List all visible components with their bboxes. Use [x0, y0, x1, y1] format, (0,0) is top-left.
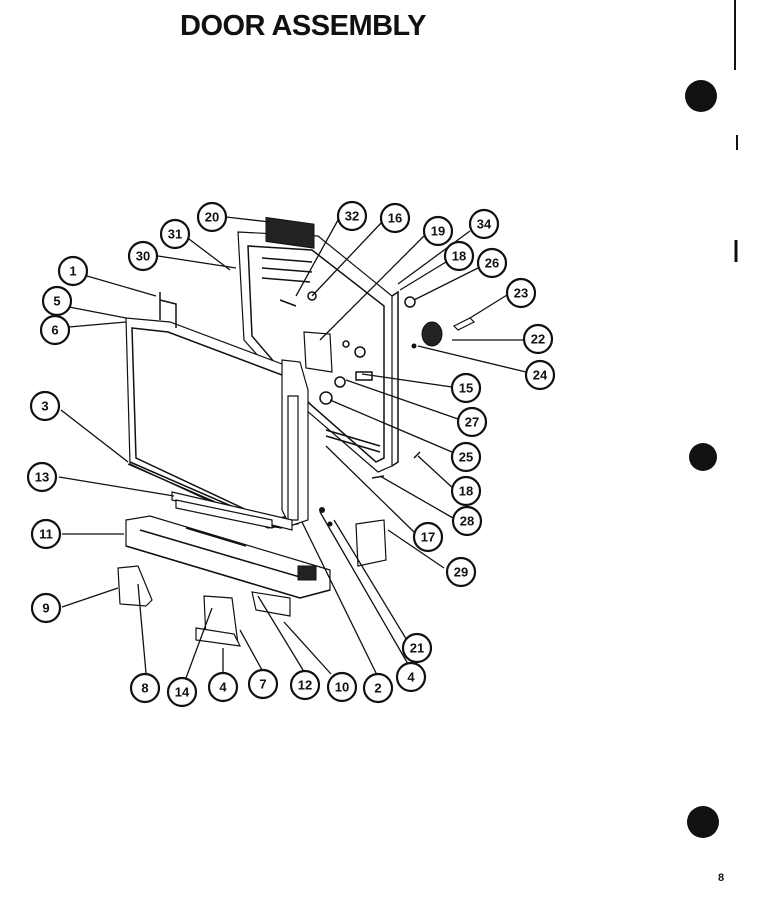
callout-1: 1 — [57, 255, 89, 287]
callout-2: 2 — [362, 672, 394, 704]
callout-12: 12 — [289, 669, 321, 701]
callout-23: 23 — [505, 277, 537, 309]
inner-door-liner — [237, 216, 399, 473]
callout-7: 7 — [247, 668, 279, 700]
callout-8: 8 — [129, 672, 161, 704]
callout-11: 11 — [30, 518, 62, 550]
callout-16: 16 — [379, 202, 411, 234]
callout-6: 6 — [39, 314, 71, 346]
callout-10: 10 — [326, 671, 358, 703]
svg-text:5: 5 — [53, 294, 60, 309]
svg-text:6: 6 — [51, 323, 58, 338]
svg-text:9: 9 — [42, 601, 49, 616]
leader-lines — [58, 216, 527, 679]
callout-31: 31 — [159, 218, 191, 250]
svg-text:11: 11 — [39, 527, 53, 542]
callout-34: 34 — [468, 208, 500, 240]
svg-text:29: 29 — [454, 565, 468, 580]
outer-door-panel — [125, 292, 299, 529]
svg-text:14: 14 — [175, 685, 190, 700]
callout-21: 21 — [401, 632, 433, 664]
svg-text:31: 31 — [168, 227, 182, 242]
svg-text:28: 28 — [460, 514, 474, 529]
lower-brackets — [117, 519, 387, 647]
svg-text:23: 23 — [514, 286, 528, 301]
svg-text:20: 20 — [205, 210, 219, 225]
callout-14: 14 — [166, 676, 198, 708]
svg-text:21: 21 — [410, 641, 424, 656]
callout-32: 32 — [336, 200, 368, 232]
callout-17: 17 — [412, 521, 444, 553]
svg-text:27: 27 — [465, 415, 479, 430]
punch-hole-top — [685, 80, 717, 112]
callout-3: 3 — [29, 390, 61, 422]
console-panel — [125, 515, 331, 599]
svg-text:32: 32 — [345, 209, 359, 224]
svg-text:16: 16 — [388, 211, 402, 226]
svg-text:30: 30 — [136, 249, 150, 264]
svg-text:25: 25 — [459, 450, 473, 465]
callout-19: 19 — [422, 215, 454, 247]
callout-27: 27 — [456, 406, 488, 438]
svg-text:12: 12 — [298, 678, 312, 693]
punch-hole-middle — [689, 443, 717, 471]
callout-26-bottom: 28 — [451, 505, 483, 537]
svg-text:34: 34 — [477, 217, 492, 232]
svg-text:18: 18 — [459, 484, 473, 499]
callout-15: 15 — [450, 372, 482, 404]
svg-text:7: 7 — [259, 677, 266, 692]
bottom-trim — [171, 491, 293, 531]
callout-4-left: 4 — [207, 671, 239, 703]
callout-9: 9 — [30, 592, 62, 624]
callout-18-bottom: 18 — [450, 475, 482, 507]
svg-text:3: 3 — [41, 399, 48, 414]
svg-text:22: 22 — [531, 332, 545, 347]
svg-text:13: 13 — [35, 470, 49, 485]
svg-text:1: 1 — [69, 264, 76, 279]
svg-text:24: 24 — [533, 368, 548, 383]
callout-26-top: 26 — [476, 247, 508, 279]
callout-20: 20 — [196, 201, 228, 233]
callout-5: 5 — [41, 285, 73, 317]
svg-text:26: 26 — [485, 256, 499, 271]
page-number: 8 — [718, 872, 725, 884]
callout-18-top: 18 — [443, 240, 475, 272]
svg-text:15: 15 — [459, 381, 473, 396]
svg-text:8: 8 — [141, 681, 148, 696]
callout-24: 24 — [524, 359, 556, 391]
edge-marks — [734, 0, 738, 262]
callout-30: 30 — [127, 240, 159, 272]
callout-13: 13 — [26, 461, 58, 493]
svg-text:2: 2 — [374, 681, 381, 696]
svg-text:4: 4 — [219, 680, 227, 695]
side-frame — [281, 359, 309, 527]
callout-4-right: 4 — [395, 661, 427, 693]
page-title: DOOR ASSEMBLY — [180, 10, 426, 42]
callout-22: 22 — [522, 323, 554, 355]
svg-text:19: 19 — [431, 224, 445, 239]
svg-text:18: 18 — [452, 249, 466, 264]
svg-text:17: 17 — [421, 530, 435, 545]
callout-29: 29 — [445, 556, 477, 588]
punch-hole-bottom — [687, 806, 719, 838]
svg-text:4: 4 — [407, 670, 415, 685]
callout-25: 25 — [450, 441, 482, 473]
svg-text:10: 10 — [335, 680, 349, 695]
hardware-parts — [319, 296, 476, 527]
